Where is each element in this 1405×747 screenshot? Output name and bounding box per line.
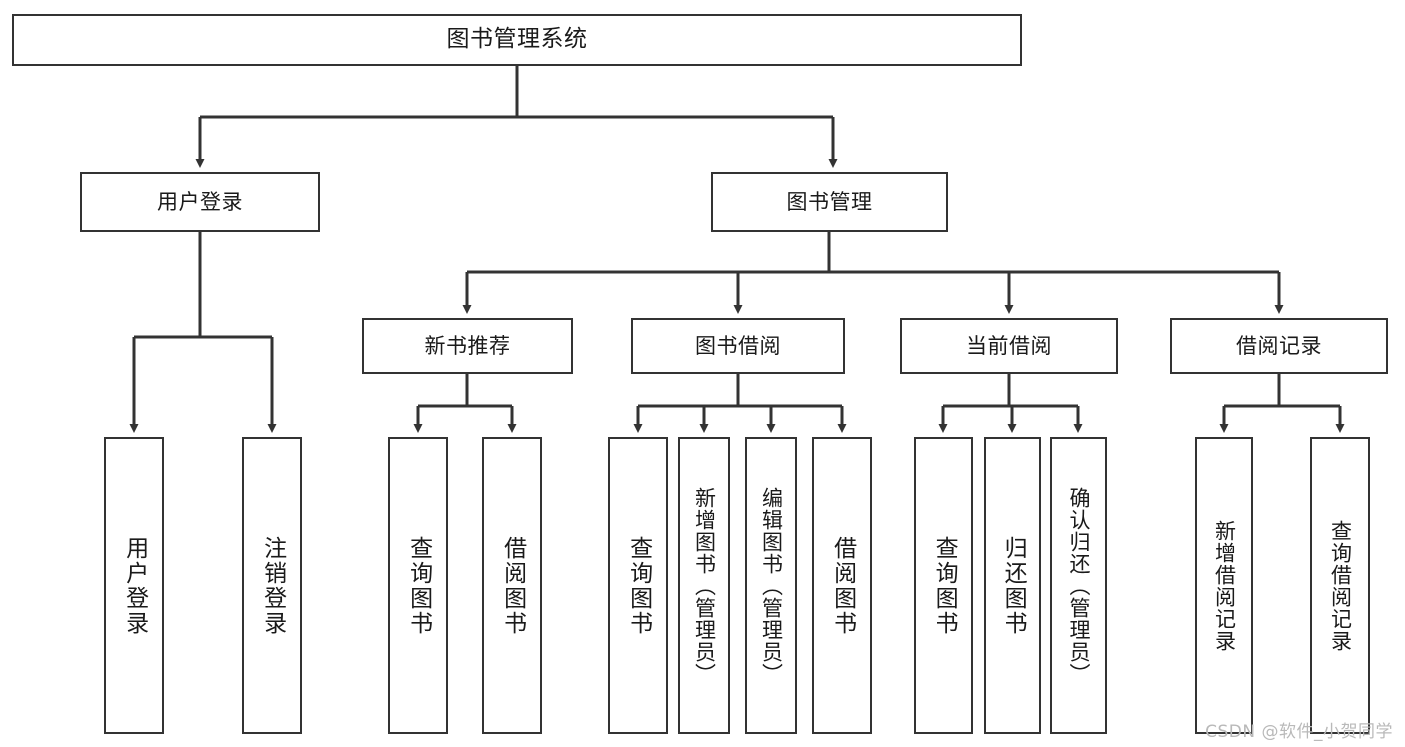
- node-leaf-edit-book-label: 编辑图书（管理员）: [759, 486, 784, 685]
- node-leaf-add-book-label: 新增图书（管理员）: [692, 486, 717, 685]
- node-leaf-add-record-label: 新增借阅记录: [1212, 519, 1237, 652]
- node-leaf-query-book-3[interactable]: 查询图书: [914, 437, 973, 734]
- node-leaf-add-book[interactable]: 新增图书（管理员）: [678, 437, 730, 734]
- node-user-login-label: 用户登录: [157, 189, 243, 214]
- node-leaf-confirm-return[interactable]: 确认归还（管理员）: [1050, 437, 1107, 734]
- node-leaf-borrow-book-1[interactable]: 借阅图书: [482, 437, 542, 734]
- node-leaf-user-login[interactable]: 用户登录: [104, 437, 164, 734]
- node-leaf-query-book-3-label: 查询图书: [931, 535, 958, 636]
- node-leaf-query-record-label: 查询借阅记录: [1328, 519, 1353, 652]
- node-borrow-record-label: 借阅记录: [1236, 333, 1322, 358]
- node-book-manage-label: 图书管理: [786, 189, 873, 214]
- node-book-borrow[interactable]: 图书借阅: [631, 318, 845, 374]
- watermark-text: CSDN @软件_小贺同学: [1205, 722, 1393, 742]
- node-leaf-logout[interactable]: 注销登录: [242, 437, 302, 734]
- node-leaf-edit-book[interactable]: 编辑图书（管理员）: [745, 437, 797, 734]
- node-leaf-user-login-label: 用户登录: [121, 535, 148, 636]
- node-leaf-query-book-2-label: 查询图书: [625, 535, 652, 636]
- node-leaf-query-book-1[interactable]: 查询图书: [388, 437, 448, 734]
- node-leaf-query-record[interactable]: 查询借阅记录: [1310, 437, 1370, 734]
- node-leaf-confirm-return-label: 确认归还（管理员）: [1067, 486, 1092, 685]
- node-current-borrow-label: 当前借阅: [966, 333, 1052, 358]
- node-new-book-rec-label: 新书推荐: [424, 333, 511, 358]
- node-book-borrow-label: 图书借阅: [695, 333, 781, 358]
- node-leaf-logout-label: 注销登录: [259, 535, 286, 636]
- node-leaf-borrow-book-1-label: 借阅图书: [499, 535, 526, 636]
- node-current-borrow[interactable]: 当前借阅: [900, 318, 1118, 374]
- node-leaf-borrow-book-2[interactable]: 借阅图书: [812, 437, 872, 734]
- node-book-manage[interactable]: 图书管理: [711, 172, 948, 232]
- node-leaf-borrow-book-2-label: 借阅图书: [829, 535, 856, 636]
- node-leaf-query-book-1-label: 查询图书: [405, 535, 432, 636]
- node-user-login[interactable]: 用户登录: [80, 172, 320, 232]
- node-borrow-record[interactable]: 借阅记录: [1170, 318, 1388, 374]
- node-root-label: 图书管理系统: [446, 26, 588, 53]
- node-leaf-add-record[interactable]: 新增借阅记录: [1195, 437, 1253, 734]
- node-root[interactable]: 图书管理系统: [12, 14, 1022, 66]
- node-leaf-return-book[interactable]: 归还图书: [984, 437, 1041, 734]
- node-leaf-query-book-2[interactable]: 查询图书: [608, 437, 668, 734]
- node-leaf-return-book-label: 归还图书: [1000, 535, 1027, 636]
- node-new-book-rec[interactable]: 新书推荐: [362, 318, 573, 374]
